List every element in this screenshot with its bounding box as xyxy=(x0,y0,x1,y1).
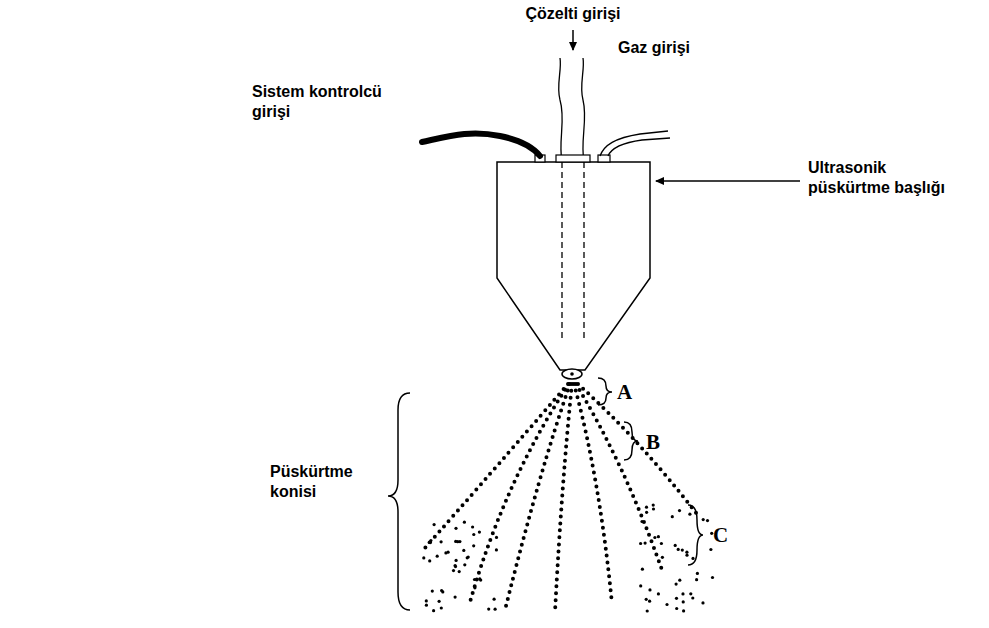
solution-tube xyxy=(582,58,585,162)
inner-tube xyxy=(561,162,562,340)
leader-arrow xyxy=(656,180,800,182)
controller-cable xyxy=(422,134,540,156)
bracket xyxy=(598,378,612,405)
inlet-arrow xyxy=(572,30,574,50)
nozzle-tip xyxy=(562,369,582,379)
inner-tube xyxy=(583,162,584,340)
bracket xyxy=(688,505,703,565)
spray-droplets xyxy=(422,504,714,613)
zone-letter: A xyxy=(617,380,641,404)
gas-tube xyxy=(608,138,670,156)
cone-brace xyxy=(388,393,410,610)
zone-letter: C xyxy=(713,523,737,547)
inlet-label: Çözelti girişi xyxy=(480,4,666,24)
spray-streams xyxy=(425,384,700,612)
zone-letter: B xyxy=(646,430,670,454)
bracket xyxy=(624,422,638,460)
part-label: Püskürtme konisi xyxy=(270,462,382,502)
part-label: Ultrasonik püskürtme başlığı xyxy=(808,158,958,198)
inlet-label: Sistem kontrolcü girişi xyxy=(252,82,402,122)
nozzle-body xyxy=(497,162,650,370)
solution-tube xyxy=(559,58,563,162)
inlet-label: Gaz girişi xyxy=(618,38,728,58)
